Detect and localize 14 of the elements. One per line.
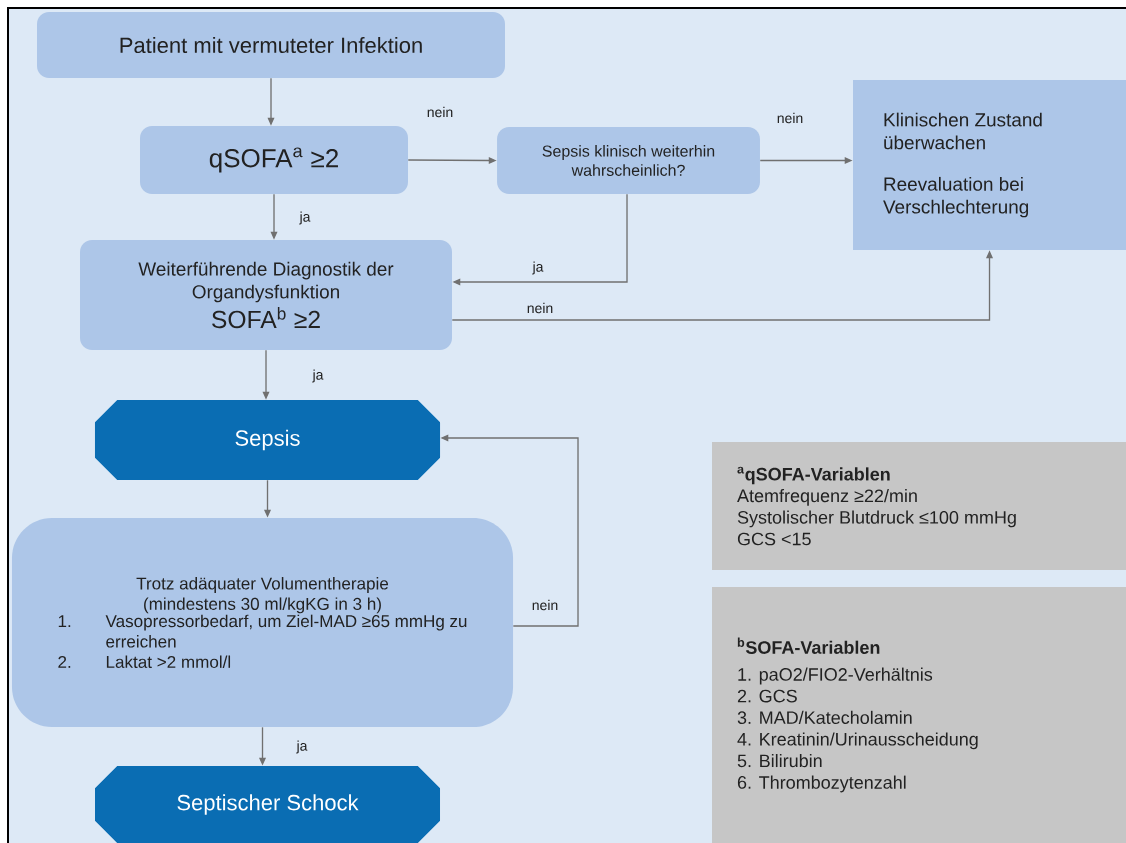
action-box: Klinischen Zustand überwachen Reevaluation bei Verschlechterung: [853, 80, 1126, 250]
criteria-box: Trotz adäquater Volumentherapie (mindestens 30 ml/kgKG in 3 h) 1. Vasopressorbedarf, um Ziel-MAD ≥65 mmHg zu erreichen 2. Laktat >2 mmol/l: [11, 518, 514, 728]
process-box: Patient mit vermuteter Infektion: [37, 12, 505, 78]
note-box: $^{b}$SOFA-Variablen 1. paO2/FIO2-Verhältnis 2. GCS 3. MAD/Katecholamin 4. Kreatinin/Urinausscheidung 5. Bilirubin 6. Thrombozytenzahl: [712, 587, 1126, 843]
process-box: Weiterführende Diagnostik der Organdysfunktion SOFA$^{b}$ ≥2: [80, 240, 452, 350]
edge-label: ja: [311, 368, 325, 384]
process-box: qSOFA$^{a}$ ≥2: [140, 126, 408, 194]
edge-label: ja: [298, 210, 312, 226]
process-box: Sepsis klinisch weiterhin wahrscheinlich?: [497, 127, 760, 194]
outcome-box: Sepsis: [94, 400, 441, 480]
edge-label: ja: [531, 260, 545, 276]
outcome-box: Septischer Schock: [94, 766, 441, 843]
edge-label: ja: [295, 739, 309, 755]
note-box: $^{a}$qSOFA-Variablen Atemfrequenz ≥22/min Systolischer Blutdruck ≤100 mmHg GCS <15: [712, 442, 1126, 570]
